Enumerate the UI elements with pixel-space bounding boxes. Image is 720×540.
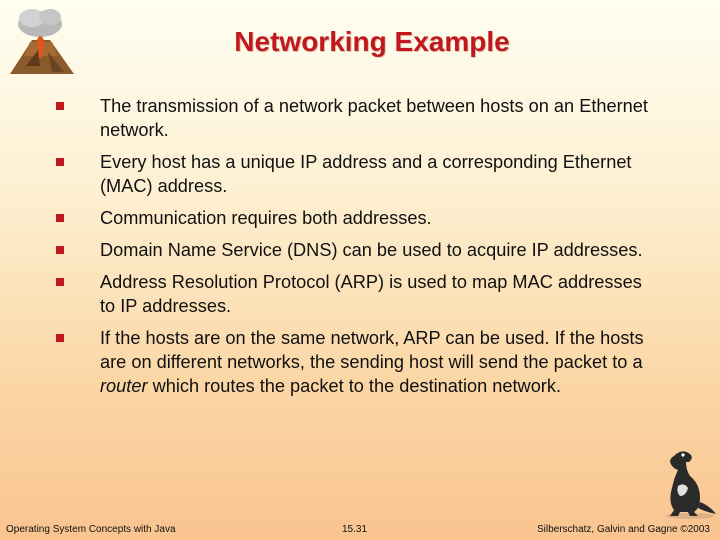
bullet-text: The transmission of a network packet bet… xyxy=(100,96,648,140)
square-bullet-icon xyxy=(56,158,64,166)
bullet-text: Domain Name Service (DNS) can be used to… xyxy=(100,240,643,260)
bullet-text: Address Resolution Protocol (ARP) is use… xyxy=(100,272,642,316)
square-bullet-icon xyxy=(56,246,64,254)
bullet-text: Communication requires both addresses. xyxy=(100,208,432,228)
square-bullet-icon xyxy=(56,278,64,286)
bullet-text: Every host has a unique IP address and a… xyxy=(100,152,632,196)
bullet-item: Every host has a unique IP address and a… xyxy=(52,150,662,198)
square-bullet-icon xyxy=(56,102,64,110)
slide-title: Networking Example xyxy=(234,26,510,57)
footer-copyright: Silberschatz, Galvin and Gagne ©2003 xyxy=(536,524,710,535)
bullet-text: If the hosts are on the same network, AR… xyxy=(100,328,644,396)
bullet-item: Domain Name Service (DNS) can be used to… xyxy=(52,238,662,262)
footer-slide-number: 15.31 xyxy=(342,524,368,535)
square-bullet-icon xyxy=(56,334,64,342)
bullet-text-after: which routes the packet to the destinati… xyxy=(147,376,562,396)
footer-course-title: Operating System Concepts with Java xyxy=(6,524,176,535)
square-bullet-icon xyxy=(56,214,64,222)
volcano-logo-icon xyxy=(10,9,74,74)
bullet-list: The transmission of a network packet bet… xyxy=(52,94,662,406)
bullet-item: Address Resolution Protocol (ARP) is use… xyxy=(52,270,662,318)
bullet-item: Communication requires both addresses. xyxy=(52,206,662,230)
dinosaur-icon xyxy=(666,451,716,519)
bullet-item: If the hosts are on the same network, AR… xyxy=(52,326,662,398)
router-emphasis: router xyxy=(100,376,148,396)
bullet-item: The transmission of a network packet bet… xyxy=(52,94,662,142)
bullet-text-before: If the hosts are on the same network, AR… xyxy=(100,328,644,372)
